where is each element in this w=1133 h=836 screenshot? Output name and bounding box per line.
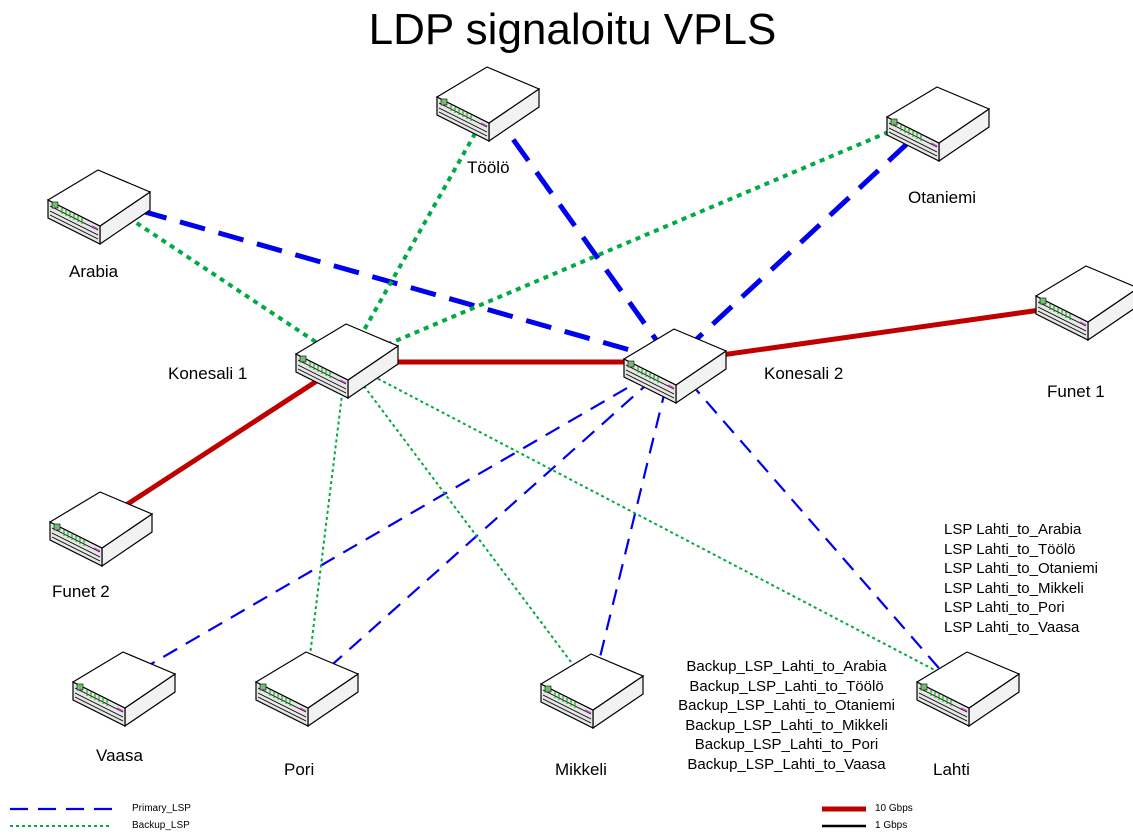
links-layer — [98, 105, 1091, 691]
primary-lsp-lahti — [671, 361, 959, 691]
primary-lsp-list: LSP Lahti_to_Arabia LSP Lahti_to_Töölö L… — [944, 520, 1098, 638]
node-label-konesali1: Konesali 1 — [168, 364, 248, 383]
node-label-otaniemi: Otaniemi — [908, 188, 977, 207]
primary-lsp-item: LSP Lahti_to_Pori — [944, 599, 1065, 617]
primary-lsp-otaniemi — [670, 114, 939, 364]
legend-backup-label: Backup_LSP — [132, 820, 190, 831]
primary-lsp-vaasa — [119, 361, 673, 683]
primary-lsp-pori — [305, 361, 673, 689]
node-label-lahti: Lahti — [933, 760, 970, 779]
primary-lsp-item: LSP Lahti_to_Otaniemi — [944, 560, 1098, 578]
node-label-vaasa: Vaasa — [96, 746, 143, 765]
primary-lsp-item: LSP Lahti_to_Mikkeli — [944, 579, 1084, 597]
legend-10gbps-label: 10 Gbps — [875, 803, 913, 814]
link-10g-konesali2-funet1 — [671, 300, 1091, 365]
backup-lsp-item: Backup_LSP_Lahti_to_Vaasa — [687, 755, 886, 773]
node-label-pori: Pori — [284, 760, 315, 779]
node-label-funet2: Funet 2 — [52, 582, 110, 601]
node-label-toolo: Töölö — [467, 158, 510, 177]
router-icon-konesali2 — [623, 328, 727, 404]
router-icon-funet2 — [49, 491, 153, 567]
primary-lsp-mikkeli — [590, 361, 674, 691]
primary-lsp-toolo — [487, 105, 675, 364]
backup-lsp-list: Backup_LSP_Lahti_to_Arabia Backup_LSP_La… — [660, 657, 913, 775]
primary-lsp-item: LSP Lahti_to_Vaasa — [944, 618, 1080, 636]
backup-lsp-item: Backup_LSP_Lahti_to_Pori — [694, 736, 879, 754]
diagram-title: LDP signaloitu VPLS — [368, 5, 777, 54]
primary-lsp-item: LSP Lahti_to_Töölö — [944, 540, 1076, 558]
primary-lsp-item: LSP Lahti_to_Arabia — [944, 521, 1082, 538]
router-icon-vaasa — [72, 651, 176, 727]
router-icon-lahti — [916, 651, 1020, 727]
router-icon-funet1 — [1035, 265, 1133, 341]
legend — [10, 806, 866, 828]
router-icon-mikkeli — [540, 653, 644, 729]
backup-lsp-item: Backup_LSP_Lahti_to_Mikkeli — [685, 716, 888, 734]
primary-lsp-arabia — [102, 197, 673, 365]
node-label-konesali2: Konesali 2 — [764, 364, 844, 383]
backup-lsp-item: Backup_LSP_Lahti_to_Arabia — [686, 658, 887, 675]
router-icon-arabia — [47, 169, 151, 245]
backup-lsp-lahti — [345, 361, 947, 677]
backup-lsp-mikkeli — [345, 361, 593, 691]
link-10g-funet2-konesali1 — [98, 359, 348, 525]
router-icon-pori — [255, 651, 359, 727]
node-label-mikkeli: Mikkeli — [555, 760, 607, 779]
legend-1gbps-label: 1 Gbps — [875, 820, 908, 831]
legend-primary-label: Primary_LSP — [132, 803, 191, 814]
backup-lsp-item: Backup_LSP_Lahti_to_Töölö — [689, 677, 884, 695]
backup-lsp-pori — [305, 361, 347, 689]
router-icon-toolo — [436, 66, 540, 142]
node-label-arabia: Arabia — [69, 262, 119, 281]
node-label-funet1: Funet 1 — [1047, 382, 1105, 401]
backup-lsp-otaniemi — [345, 126, 899, 364]
backup-lsp-item: Backup_LSP_Lahti_to_Otaniemi — [678, 697, 895, 715]
backup-lsp-toolo — [344, 106, 492, 363]
